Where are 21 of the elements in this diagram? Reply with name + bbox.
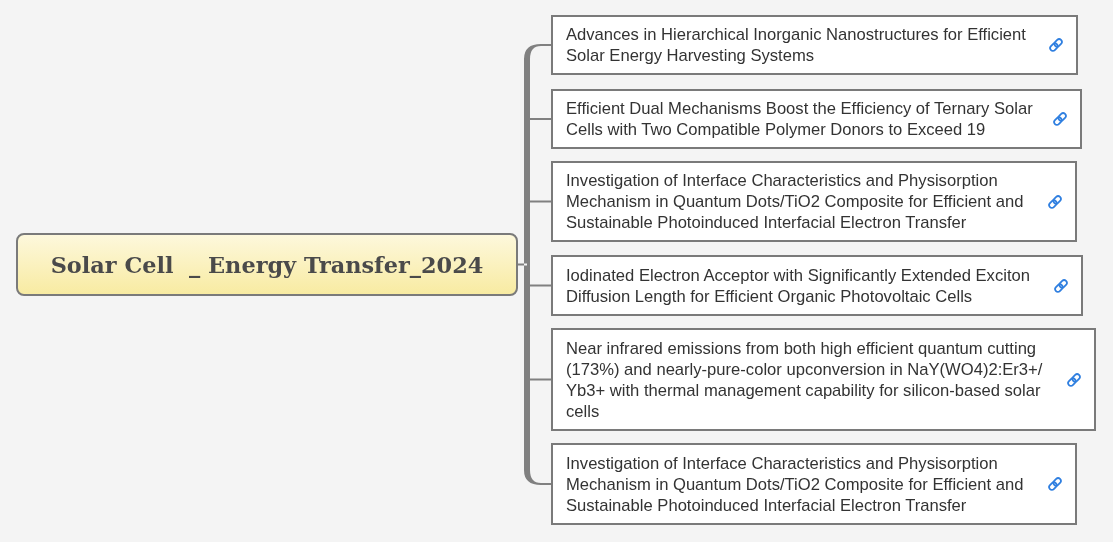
branch-trunk (518, 44, 541, 485)
paper-title: Near infrared emissions from both high efficient quantum cutting (173%) and nearly-pure-color upconversion in NaY(WO4)2:Er3+/ Yb3+ with thermal management capability for silicon-based solar cells (566, 337, 1044, 422)
paper-title: Efficient Dual Mechanisms Boost the Efficiency of Ternary Solar Cells with Two Compatible Polymer Donors to Exceed 19 (566, 98, 1034, 140)
connector-line (541, 44, 551, 46)
topic-box (551, 15, 1078, 75)
topic-box (551, 161, 1077, 242)
connector-line (530, 200, 551, 203)
paper-title: Iodinated Electron Acceptor with Significantly Extended Exciton Diffusion Length for Efficient Organic Photovoltaic Cells (566, 264, 1031, 307)
paper-title: Advances in Hierarchical Inorganic Nanostructures for Efficient Solar Energy Harvesting Systems (566, 24, 1027, 66)
paper-title: Investigation of Interface Characteristics and Physisorption Mechanism in Quantum Dots/TiO2 Composite for Efficient and Sustainable Photoinduced Interfacial Electron Transfer (566, 452, 1025, 516)
topic-box (551, 443, 1077, 525)
topic-box (551, 255, 1083, 316)
topic-title: Solar Cell _ Energy Transfer_2024 (50, 251, 484, 278)
connector-line (530, 378, 551, 381)
connector-line (541, 483, 551, 485)
central-topic-box (16, 233, 518, 296)
topic-box (551, 89, 1082, 149)
paper-title: Investigation of Interface Characteristics and Physisorption Mechanism in Quantum Dots/TiO2 Composite for Efficient and Sustainable Photoinduced Interfacial Electron Transfer (566, 170, 1025, 233)
connector-line (530, 118, 551, 120)
topic-box (551, 328, 1096, 431)
connector-line (530, 284, 551, 287)
